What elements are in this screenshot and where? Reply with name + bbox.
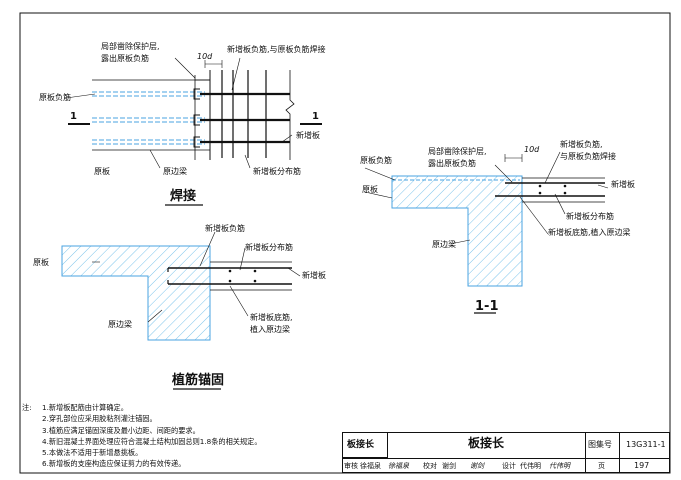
section-title: 1-1 — [475, 299, 499, 314]
anchor-new-dist-bar-label: 新增板分布筋 — [245, 243, 293, 252]
section-orig-slab-label: 原板 — [362, 185, 378, 194]
anchor-title: 植筋锚固 — [172, 373, 225, 388]
note-item: 3.植筋应满足锚固深度及最小边距、间距的要求。 — [42, 425, 200, 435]
anchor-new-bottom-bar-label-1: 新增板底筋, — [250, 313, 293, 322]
atlas-number: 13G311-1 — [626, 440, 666, 449]
section-new-top-bar-label-2: 与原板负筋焊接 — [560, 152, 616, 161]
review-label: 审核 — [344, 462, 358, 470]
atlas-label: 图集号 — [588, 440, 612, 449]
note-item: 6.新增板的支座构造应保证剪力的有效传递。 — [42, 459, 186, 469]
welding-orig-slab-label: 原板 — [94, 167, 110, 176]
welding-expose-bar-label: 露出原板负筋 — [101, 54, 149, 63]
welding-10d-label: 10d — [197, 52, 213, 61]
review-name: 徐福泉 — [360, 462, 381, 470]
section-detail — [364, 151, 609, 314]
notes-block: 注: 1.新增板配筋由计算确定。 2.穿孔部位应采用胶粘剂灌注锚固。 3.植筋应满… — [22, 402, 352, 470]
anchor-new-slab-label: 新增板 — [302, 271, 326, 280]
note-item: 4.新旧混凝土界面处理应符合混凝土结构加固总则1.8条的相关规定。 — [42, 436, 262, 446]
review-signature: 徐福泉 — [388, 462, 409, 470]
note-item: 5.本做法不适用于新增悬挑板。 — [42, 448, 143, 458]
anchor-orig-beam-label: 原边梁 — [108, 320, 132, 329]
sheet-border — [19, 12, 671, 474]
welding-orig-beam-label: 原边梁 — [163, 167, 187, 176]
page-label: 页 — [598, 462, 605, 470]
section-expose-bar-label: 露出原板负筋 — [428, 159, 476, 168]
check-label: 校对 — [423, 462, 437, 470]
section-new-dist-bar-label: 新增板分布筋 — [566, 212, 614, 221]
title-block-left-title: 板接长 — [347, 440, 375, 450]
welding-remove-cover-label: 局部凿除保护层, — [101, 42, 160, 51]
page-number: 197 — [634, 461, 650, 470]
section-new-top-bar-label-1: 新增板负筋, — [560, 140, 603, 149]
check-name: 谢剑 — [442, 462, 456, 470]
design-signature: 代伟明 — [549, 462, 570, 470]
anchor-new-bottom-bar-label-2: 植入原边梁 — [250, 325, 290, 334]
welding-section-mark-right: 1 — [312, 111, 319, 122]
note-item: 1.新增板配筋由计算确定。 — [42, 403, 128, 412]
check-signature: 谢剑 — [470, 462, 484, 470]
welding-orig-top-bar-label: 原板负筋 — [39, 93, 71, 102]
section-new-slab-label: 新增板 — [611, 180, 635, 189]
design-name: 代伟明 — [520, 462, 541, 470]
welding-new-slab-label: 新增板 — [296, 131, 320, 140]
title-block-main-title: 板接长 — [468, 436, 505, 450]
section-10d-label: 10d — [524, 145, 540, 154]
design-label: 设计 — [502, 462, 516, 470]
welding-detail — [65, 57, 322, 169]
welding-new-dist-bar-label: 新增板分布筋 — [253, 167, 301, 176]
notes-label: 注: — [22, 403, 32, 412]
anchor-detail — [61, 231, 301, 341]
welding-title: 焊接 — [170, 189, 197, 204]
welding-section-mark-left: 1 — [70, 111, 77, 122]
anchor-new-top-bar-label: 新增板负筋 — [205, 224, 245, 233]
anchor-orig-slab-label: 原板 — [33, 258, 49, 267]
section-new-bottom-bar-label: 新增板底筋,植入原边梁 — [548, 228, 631, 237]
section-orig-top-bar-label: 原板负筋 — [360, 156, 392, 165]
note-item: 2.穿孔部位应采用胶粘剂灌注锚固。 — [42, 414, 157, 424]
welding-new-top-bar-label: 新增板负筋,与原板负筋焊接 — [227, 45, 326, 54]
section-orig-beam-label: 原边梁 — [432, 240, 456, 249]
section-remove-cover-label: 局部凿除保护层, — [428, 147, 487, 156]
